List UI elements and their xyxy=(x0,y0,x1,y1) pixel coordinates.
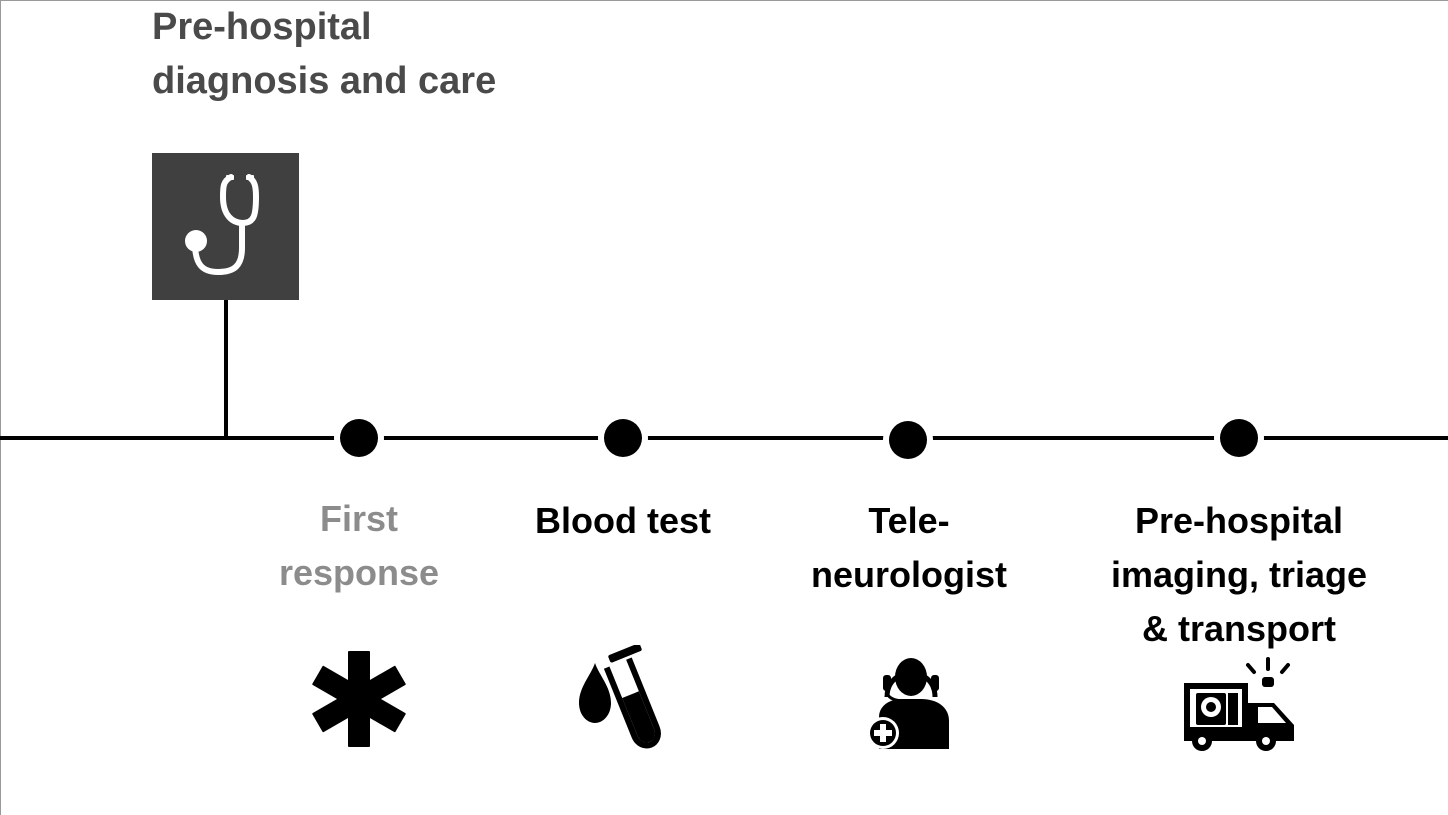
timeline-node-tele-neurologist xyxy=(889,421,927,459)
operator-headset-icon xyxy=(867,658,949,749)
step-label-line: neurologist xyxy=(811,554,1007,595)
phase-title-line-1: Pre-hospital xyxy=(152,6,372,48)
timeline-node-blood-test xyxy=(604,419,642,457)
step-label-line: & transport xyxy=(1141,608,1337,649)
step-label-line: imaging, triage xyxy=(1110,554,1368,595)
step-label-line: response xyxy=(278,552,440,593)
step-label-prehospital-transport: Pre-hospital imaging, triage & transport xyxy=(1111,494,1367,656)
step-label-blood-test: Blood test xyxy=(535,494,711,548)
step-label-first-response: First response xyxy=(279,492,439,600)
phase-title: Pre-hospital diagnosis and care xyxy=(152,0,496,108)
blood-test-tube-icon xyxy=(579,645,661,749)
step-label-tele-neurologist: Tele- neurologist xyxy=(811,494,1007,602)
stethoscope-icon xyxy=(185,174,259,275)
star-of-life-icon xyxy=(312,651,406,747)
step-label-line: Tele- xyxy=(868,500,950,541)
step-label-line: Blood test xyxy=(535,500,711,541)
ambulance-icon xyxy=(1184,657,1294,751)
timeline-node-first-response xyxy=(340,419,378,457)
phase-title-line-2: diagnosis and care xyxy=(152,60,497,102)
step-label-line: Pre-hospital xyxy=(1134,500,1344,541)
step-label-line: First xyxy=(319,498,399,539)
phase-icon-box xyxy=(152,153,299,300)
timeline-node-prehospital-transport xyxy=(1220,419,1258,457)
timeline-axis xyxy=(0,436,1448,440)
phase-connector xyxy=(224,300,228,440)
